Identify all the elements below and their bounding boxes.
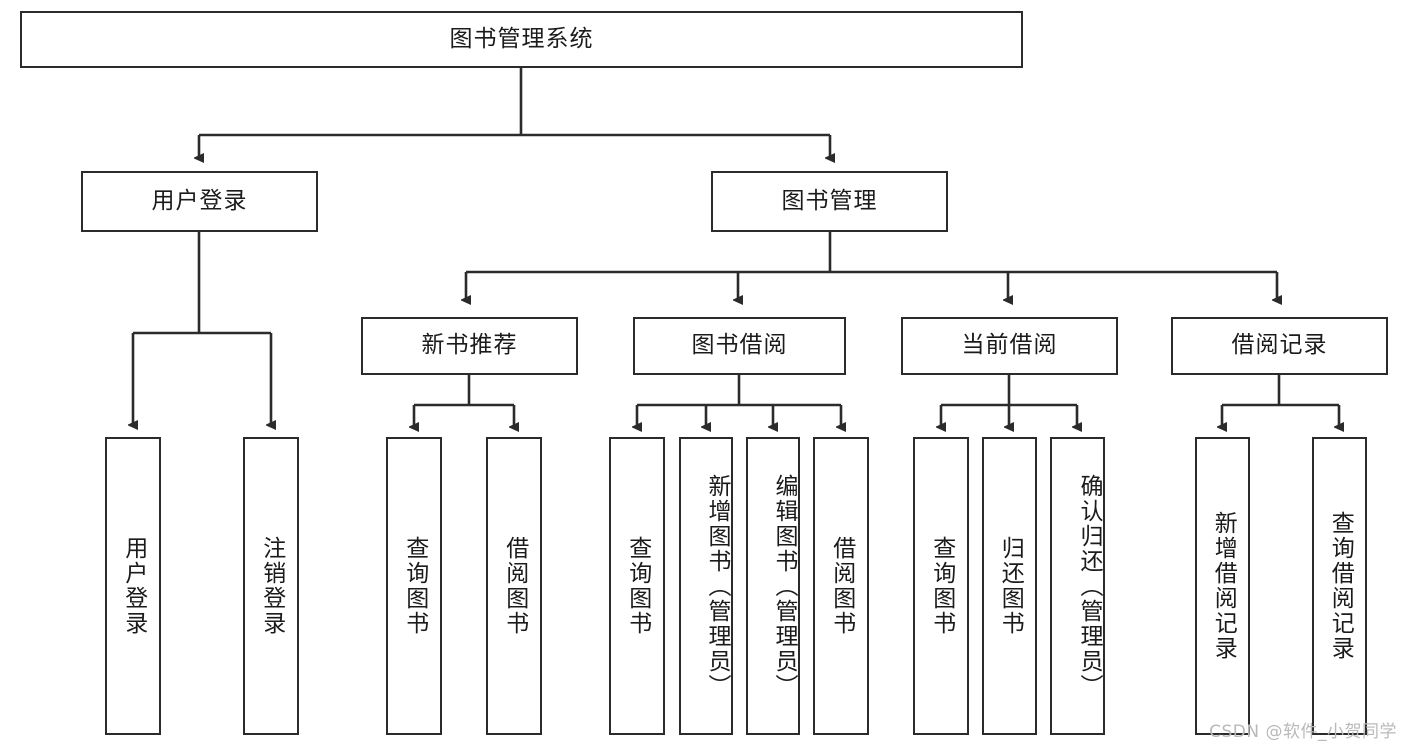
leaf-borrow-book-1-label: 借阅图书 (501, 536, 528, 636)
leaf-borrow-book-1[interactable]: 借阅图书 (486, 437, 542, 735)
leaf-query-book-3[interactable]: 查询图书 (913, 437, 969, 735)
leaf-query-record[interactable]: 查询借阅记录 (1312, 437, 1367, 735)
leaf-add-book-label: 新增图书（管理员） (704, 473, 730, 699)
node-current-borrow-label: 当前借阅 (961, 332, 1058, 359)
leaf-logout[interactable]: 注销登录 (243, 437, 299, 735)
node-new-book-rec-label: 新书推荐 (421, 332, 518, 359)
leaf-logout-label: 注销登录 (258, 536, 285, 636)
leaf-edit-book-label: 编辑图书（管理员） (771, 473, 797, 699)
node-book-borrow[interactable]: 图书借阅 (633, 317, 846, 375)
leaf-return-book[interactable]: 归还图书 (982, 437, 1037, 735)
csdn-watermark: CSDN @软件_小贺同学 (1209, 722, 1397, 742)
leaf-query-book-1[interactable]: 查询图书 (386, 437, 442, 735)
node-borrow-record[interactable]: 借阅记录 (1171, 317, 1388, 375)
leaf-return-book-label: 归还图书 (997, 536, 1024, 636)
leaf-query-book-3-label: 查询图书 (928, 536, 955, 636)
leaf-borrow-book-2-label: 借阅图书 (828, 536, 855, 636)
node-root[interactable]: 图书管理系统 (20, 11, 1023, 68)
leaf-borrow-book-2[interactable]: 借阅图书 (813, 437, 869, 735)
leaf-add-record[interactable]: 新增借阅记录 (1195, 437, 1250, 735)
leaf-query-record-label: 查询借阅记录 (1327, 511, 1354, 661)
leaf-add-book[interactable]: 新增图书（管理员） (679, 437, 733, 735)
node-root-label: 图书管理系统 (449, 25, 594, 52)
node-book-manage-label: 图书管理 (781, 187, 878, 214)
node-new-book-rec[interactable]: 新书推荐 (361, 317, 578, 375)
leaf-confirm-return[interactable]: 确认归还（管理员） (1050, 437, 1105, 735)
node-current-borrow[interactable]: 当前借阅 (901, 317, 1118, 375)
leaf-add-record-label: 新增借阅记录 (1210, 511, 1237, 661)
node-user-login-label: 用户登录 (151, 187, 248, 214)
leaf-query-book-1-label: 查询图书 (401, 536, 428, 636)
node-book-manage[interactable]: 图书管理 (711, 171, 948, 232)
leaf-confirm-return-label: 确认归还（管理员） (1076, 473, 1102, 699)
leaf-user-login-label: 用户登录 (120, 536, 147, 636)
leaf-query-book-2[interactable]: 查询图书 (609, 437, 665, 735)
leaf-query-book-2-label: 查询图书 (624, 536, 651, 636)
leaf-user-login[interactable]: 用户登录 (105, 437, 161, 735)
node-book-borrow-label: 图书借阅 (691, 332, 788, 359)
node-user-login[interactable]: 用户登录 (81, 171, 318, 232)
leaf-edit-book[interactable]: 编辑图书（管理员） (746, 437, 800, 735)
node-borrow-record-label: 借阅记录 (1231, 332, 1328, 359)
